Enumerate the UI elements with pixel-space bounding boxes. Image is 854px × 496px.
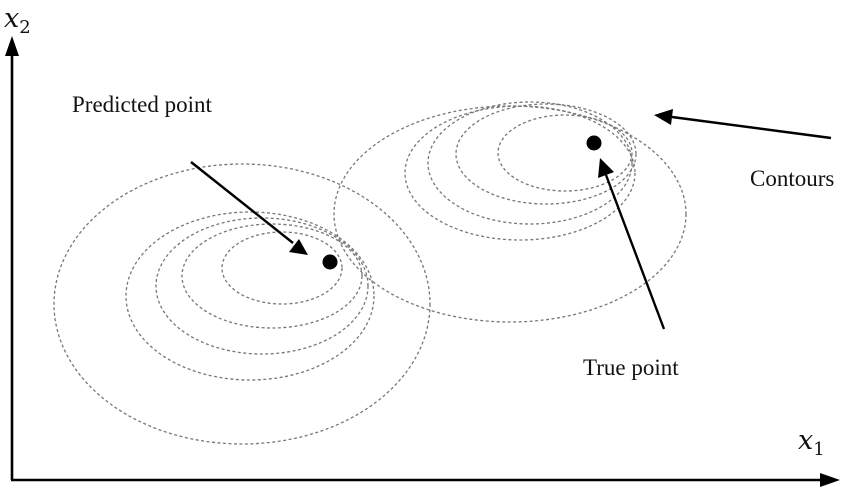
predicted-contour-2 <box>125 211 375 381</box>
y-axis-label: x2 <box>4 3 31 38</box>
axes <box>5 36 840 487</box>
y-axis-arrowhead <box>5 36 19 56</box>
true-contour-4 <box>455 103 637 205</box>
true-point-marker <box>586 135 602 151</box>
true-arrow-shaft <box>604 174 666 330</box>
x-axis-arrowhead <box>820 473 840 487</box>
true-point-label: True point <box>583 355 679 380</box>
x-axis-label: x1 <box>798 425 825 460</box>
true-contour-5 <box>497 114 633 192</box>
true-point-arrow <box>598 158 666 330</box>
contours-arrow <box>654 109 832 140</box>
true-contour-1 <box>333 105 687 323</box>
true-contours <box>333 101 687 323</box>
predicted-contour-3 <box>155 217 369 355</box>
contours-arrow-shaft <box>671 115 832 140</box>
predicted-arrow-shaft <box>190 161 294 244</box>
predicted-contour-1 <box>53 163 431 445</box>
predicted-contours <box>53 163 431 445</box>
contours-label: Contours <box>750 166 834 191</box>
predicted-point-label: Predicted point <box>72 92 212 117</box>
predicted-point-marker <box>322 254 338 270</box>
true-arrow-head <box>598 158 614 178</box>
predicted-point-arrow <box>190 161 308 255</box>
predicted-contour-4 <box>181 223 363 329</box>
true-contour-3 <box>427 101 633 225</box>
contours-arrow-head <box>654 109 673 125</box>
predicted-contour-5 <box>221 231 343 305</box>
predicted-arrow-head <box>289 239 308 255</box>
